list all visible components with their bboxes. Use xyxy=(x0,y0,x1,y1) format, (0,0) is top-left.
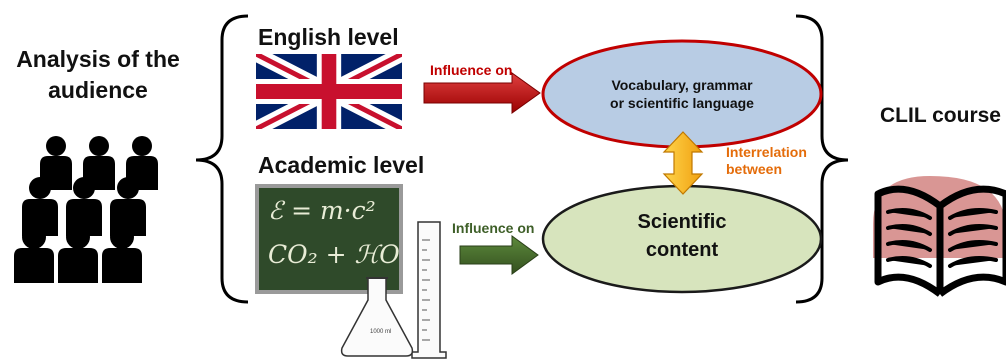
influence-arrow-academic xyxy=(459,235,539,275)
influence-label-academic: Influence on xyxy=(452,220,535,236)
audience-title-line1: Analysis of the xyxy=(16,46,180,72)
chalkboard-formula-1: ℰ = m·c² xyxy=(268,196,376,225)
flask-mark: 1000 ml xyxy=(370,329,391,335)
vocabulary-node-line2: or scientific language xyxy=(610,95,754,111)
right-brace xyxy=(795,14,849,304)
interrelation-line2: between xyxy=(726,161,783,177)
chalkboard xyxy=(255,184,403,294)
english-level-title: English level xyxy=(258,24,399,50)
interrelation-label: Interrelation between xyxy=(726,144,807,178)
audience-title-line2: audience xyxy=(48,77,148,103)
audience-title: Analysis of the audience xyxy=(0,44,196,106)
interrelation-double-arrow xyxy=(662,131,704,195)
chalkboard-formula-2: CO₂ + ℋO xyxy=(268,240,400,269)
clil-course-title: CLIL course xyxy=(880,104,1001,127)
audience-icon xyxy=(14,136,158,283)
scientific-content-line1: Scientific xyxy=(637,211,727,233)
erlenmeyer-flask-icon: 1000 ml xyxy=(340,277,414,357)
interrelation-line1: Interrelation xyxy=(726,144,807,160)
left-brace xyxy=(195,14,249,304)
graduated-cylinder-icon xyxy=(411,221,447,359)
vocabulary-node-line1: Vocabulary, grammar xyxy=(611,77,753,93)
academic-level-title: Academic level xyxy=(258,152,425,178)
scientific-content-label: Scientific content xyxy=(560,208,804,264)
vocabulary-node-label: Vocabulary, grammar or scientific langua… xyxy=(560,76,804,112)
influence-arrow-english xyxy=(423,72,541,114)
open-book-icon xyxy=(873,176,1006,297)
influence-label-english: Influence on xyxy=(430,62,513,78)
scientific-content-line2: content xyxy=(645,239,719,261)
uk-flag-icon xyxy=(256,54,402,129)
